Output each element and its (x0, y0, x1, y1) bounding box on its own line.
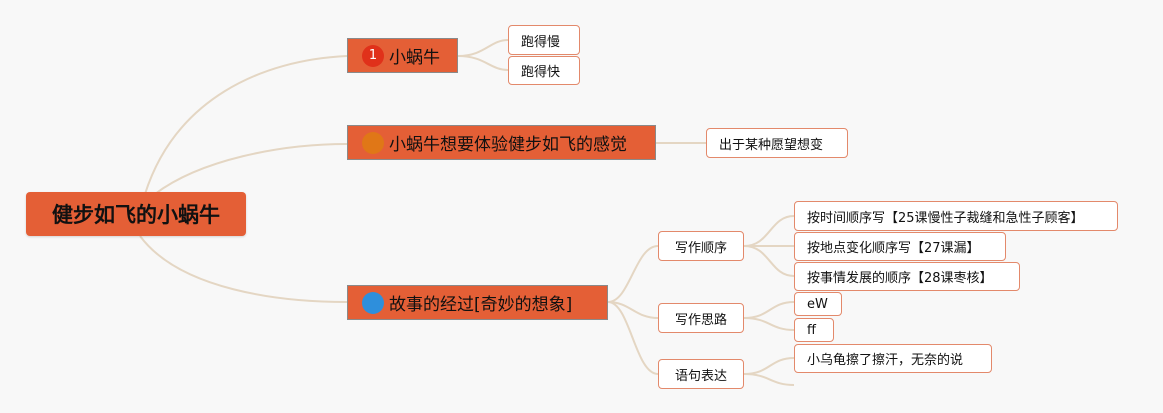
priority-2-icon (362, 131, 384, 154)
leaf-label: 按时间顺序写【25课慢性子裁缝和急性子顾客】 (807, 210, 1084, 226)
leaf-topic-slow[interactable]: 跑得慢 (508, 25, 580, 55)
leaf-label: 出于某种愿望想变 (719, 137, 824, 153)
sub-topic-writing-idea[interactable]: 写作思路 (658, 303, 744, 333)
link-sub1-leaf1 (743, 215, 795, 247)
link-sub2-leaf2 (743, 317, 795, 331)
leaf-topic-fast[interactable]: 跑得快 (508, 56, 580, 85)
leaf-topic-turtle-quote[interactable]: 小乌龟擦了擦汗，无奈的说 (794, 344, 992, 373)
link-sub3-leaf2 (743, 373, 795, 386)
priority-1-icon: 1 (362, 44, 384, 67)
branch-topic-1-label: 小蜗牛 (389, 48, 440, 68)
leaf-label: 按事情发展的顺序【28课枣核】 (807, 271, 993, 286)
leaf-topic-wish[interactable]: 出于某种愿望想变 (706, 128, 848, 158)
sub-topic-label: 写作思路 (674, 312, 727, 328)
leaf-topic-ew[interactable]: eW (794, 292, 842, 316)
leaf-label: ff (807, 322, 816, 338)
link-sub3-leaf1 (743, 357, 795, 375)
link-branch1-leaf1 (457, 39, 509, 57)
leaf-topic-time-order[interactable]: 按时间顺序写【25课慢性子裁缝和急性子顾客】 (794, 201, 1118, 231)
link-sub1-leaf3 (743, 245, 795, 277)
sub-topic-sentence-expression[interactable]: 语句表达 (658, 359, 744, 389)
leaf-label: eW (807, 296, 828, 312)
branch-topic-3[interactable]: 故事的经过[奇妙的想象] (347, 285, 608, 320)
leaf-label: 按地点变化顺序写【27课漏】 (807, 241, 980, 256)
link-sub2-leaf1 (743, 301, 795, 319)
branch-topic-2[interactable]: 小蜗牛想要体验健步如飞的感觉 (347, 125, 656, 160)
priority-3-icon (362, 291, 384, 314)
link-root-branch1 (144, 55, 348, 195)
leaf-label: 跑得快 (521, 65, 561, 80)
root-topic-label: 健步如飞的小蜗牛 (52, 203, 220, 227)
branch-topic-1[interactable]: 1 小蜗牛 (347, 38, 458, 73)
sub-topic-label: 语句表达 (674, 368, 727, 384)
root-topic[interactable]: 健步如飞的小蜗牛 (26, 192, 246, 236)
sub-topic-writing-order[interactable]: 写作顺序 (658, 231, 744, 261)
link-branch1-leaf2 (457, 55, 509, 71)
branch-topic-3-label: 故事的经过[奇妙的想象] (389, 295, 573, 315)
link-root-branch2 (154, 143, 348, 195)
link-branch3-sub1 (607, 245, 659, 303)
leaf-label: 小乌龟擦了擦汗，无奈的说 (807, 353, 964, 368)
leaf-topic-event-order[interactable]: 按事情发展的顺序【28课枣核】 (794, 262, 1020, 291)
sub-topic-label: 写作顺序 (674, 240, 727, 256)
link-root-branch3 (139, 235, 348, 303)
leaf-label: 跑得慢 (521, 34, 561, 50)
link-branch3-sub3 (607, 301, 659, 375)
branch-topic-2-label: 小蜗牛想要体验健步如飞的感觉 (389, 135, 627, 155)
leaf-topic-place-order[interactable]: 按地点变化顺序写【27课漏】 (794, 232, 1006, 261)
leaf-topic-ff[interactable]: ff (794, 318, 834, 342)
